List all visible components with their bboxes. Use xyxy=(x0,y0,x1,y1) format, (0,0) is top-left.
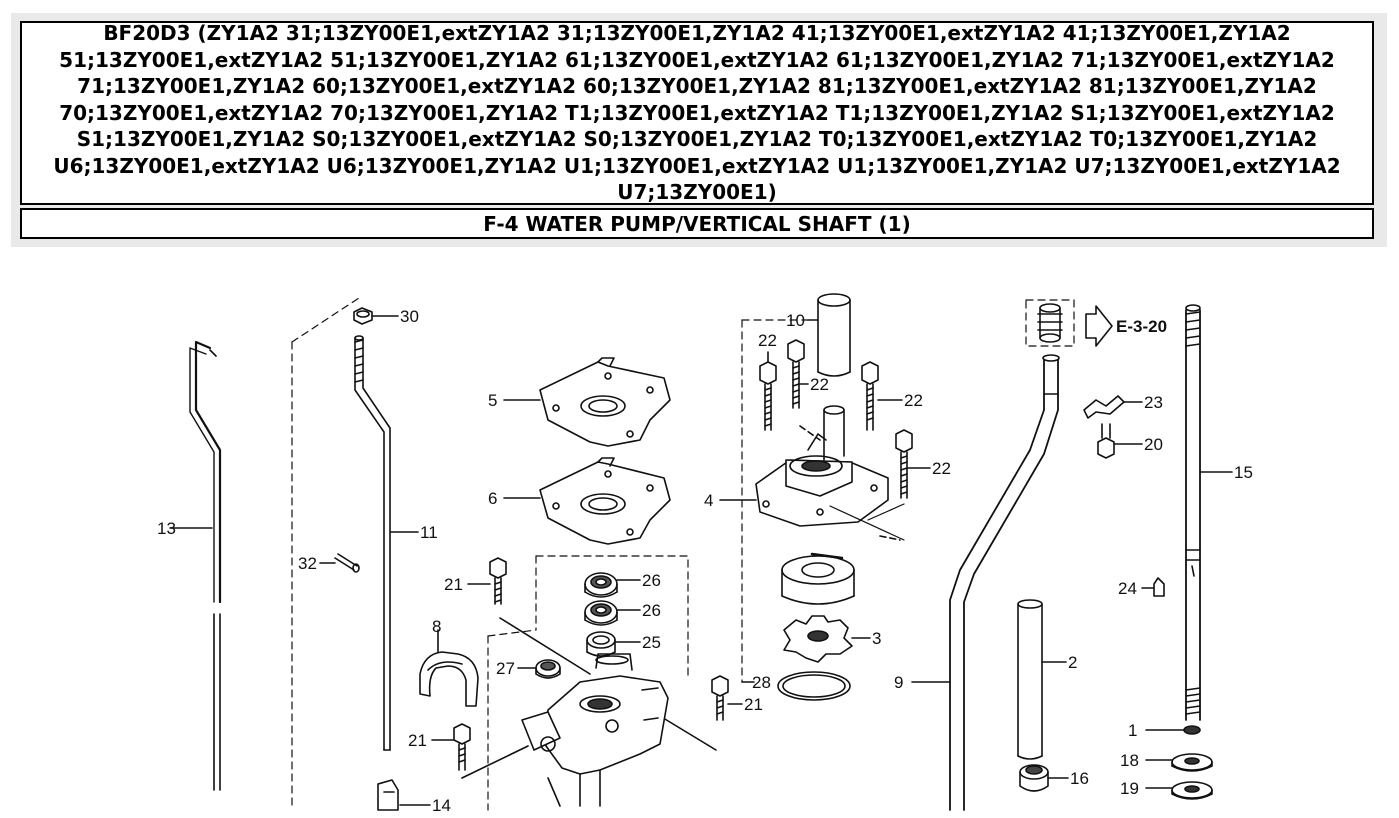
part-25-bushing[interactable] xyxy=(586,631,616,657)
callout-1[interactable]: 1 xyxy=(1128,721,1137,740)
part-23-plate[interactable] xyxy=(1083,395,1125,419)
callout-9[interactable]: 9 xyxy=(894,673,903,692)
callout-28[interactable]: 28 xyxy=(752,673,771,692)
ref-arrow-icon xyxy=(1085,305,1113,347)
section-title-box: F-4 WATER PUMP/VERTICAL SHAFT (1) xyxy=(20,208,1374,239)
bolt-guide-4 xyxy=(829,503,905,541)
leader-21a-axis xyxy=(499,617,591,675)
part-21b-bolt[interactable] xyxy=(453,723,471,771)
part-5-plate[interactable] xyxy=(539,357,671,447)
callout-26a[interactable]: 26 xyxy=(642,571,661,590)
part-21a-bolt[interactable] xyxy=(489,557,507,605)
reference-e-3-20[interactable]: E-3-20 xyxy=(1116,317,1167,336)
part-24-key[interactable] xyxy=(1153,577,1165,597)
callout-25[interactable]: 25 xyxy=(642,633,661,652)
callout-11[interactable]: 11 xyxy=(420,523,438,542)
part-26b-oil-seal[interactable] xyxy=(584,600,618,626)
callout-23[interactable]: 23 xyxy=(1144,393,1163,412)
part-20-bolt[interactable] xyxy=(1097,423,1115,459)
callout-5[interactable]: 5 xyxy=(488,391,497,410)
callout-4[interactable]: 4 xyxy=(704,491,713,510)
callout-14[interactable]: 14 xyxy=(432,796,451,815)
part-14-grommet[interactable] xyxy=(377,779,399,811)
model-title: BF20D3 (ZY1A2 31;13ZY00E1,extZY1A2 31;13… xyxy=(53,21,1341,205)
part-22d-bolt[interactable] xyxy=(895,429,913,499)
part-15-vertical-shaft[interactable] xyxy=(1185,304,1201,721)
part-19-washer[interactable] xyxy=(1171,781,1213,800)
callout-26b[interactable]: 26 xyxy=(642,601,661,620)
callout-19[interactable]: 19 xyxy=(1120,779,1139,798)
part-22c-bolt[interactable] xyxy=(861,361,879,431)
part-18-washer[interactable] xyxy=(1171,753,1213,772)
callout-22b[interactable]: 22 xyxy=(810,375,829,394)
callout-21b[interactable]: 21 xyxy=(408,731,427,750)
callout-2[interactable]: 2 xyxy=(1068,653,1077,672)
callout-27[interactable]: 27 xyxy=(496,659,515,678)
callout-15[interactable]: 15 xyxy=(1234,463,1253,482)
part-21c-bolt[interactable] xyxy=(711,675,729,721)
part-10-sleeve[interactable] xyxy=(817,293,851,377)
pump-liner[interactable] xyxy=(781,552,855,605)
callout-10[interactable]: 10 xyxy=(786,311,805,330)
assembly-line-4 xyxy=(799,425,901,541)
part-22a-bolt[interactable] xyxy=(759,361,777,431)
part-8-grommet[interactable] xyxy=(419,651,479,707)
part-2-pipe[interactable] xyxy=(1017,599,1043,760)
part-26a-oil-seal[interactable] xyxy=(584,572,618,598)
callout-22d[interactable]: 22 xyxy=(932,459,951,478)
callout-30[interactable]: 30 xyxy=(400,307,419,326)
callout-21c[interactable]: 21 xyxy=(744,695,763,714)
callout-8[interactable]: 8 xyxy=(432,617,441,636)
leader-21b-axis xyxy=(461,745,529,779)
part-16-grommet[interactable] xyxy=(1019,764,1049,792)
callout-13[interactable]: 13 xyxy=(157,519,176,538)
part-9-water-tube[interactable] xyxy=(949,354,1060,811)
ref-e-3-20-grommet[interactable] xyxy=(1037,303,1063,343)
header-panel: BF20D3 (ZY1A2 31;13ZY00E1,extZY1A2 31;13… xyxy=(11,13,1387,247)
callout-6[interactable]: 6 xyxy=(488,489,497,508)
callout-3[interactable]: 3 xyxy=(872,629,881,648)
part-32-pin[interactable] xyxy=(334,553,360,573)
callout-16[interactable]: 16 xyxy=(1070,769,1089,788)
part-4-pump-housing[interactable] xyxy=(755,405,889,527)
part-11-rod[interactable] xyxy=(354,335,391,751)
part-22b-bolt[interactable] xyxy=(787,339,805,409)
callout-21a[interactable]: 21 xyxy=(444,575,463,594)
part-30-nut[interactable] xyxy=(353,307,373,325)
model-title-box: BF20D3 (ZY1A2 31;13ZY00E1,extZY1A2 31;13… xyxy=(20,21,1374,205)
callout-18[interactable]: 18 xyxy=(1120,751,1139,770)
part-28-o-ring[interactable] xyxy=(777,671,851,701)
part-1-clip[interactable] xyxy=(1183,725,1201,735)
section-title: F-4 WATER PUMP/VERTICAL SHAFT (1) xyxy=(483,211,911,236)
callout-20[interactable]: 20 xyxy=(1144,435,1163,454)
part-3-impeller[interactable] xyxy=(783,615,853,663)
callout-32[interactable]: 32 xyxy=(298,554,317,573)
parts-diagram: 13 30 11 32 14 5 6 21 21 21 26 26 25 27 … xyxy=(157,293,1253,815)
water-pump-housing-lower[interactable] xyxy=(521,653,669,807)
callout-22c[interactable]: 22 xyxy=(904,391,923,410)
part-27-seal[interactable] xyxy=(535,659,561,679)
callout-24[interactable]: 24 xyxy=(1118,579,1137,598)
callout-22a[interactable]: 22 xyxy=(758,331,777,350)
part-13-shift-rod[interactable] xyxy=(189,340,222,791)
part-6-gasket[interactable] xyxy=(539,457,671,545)
